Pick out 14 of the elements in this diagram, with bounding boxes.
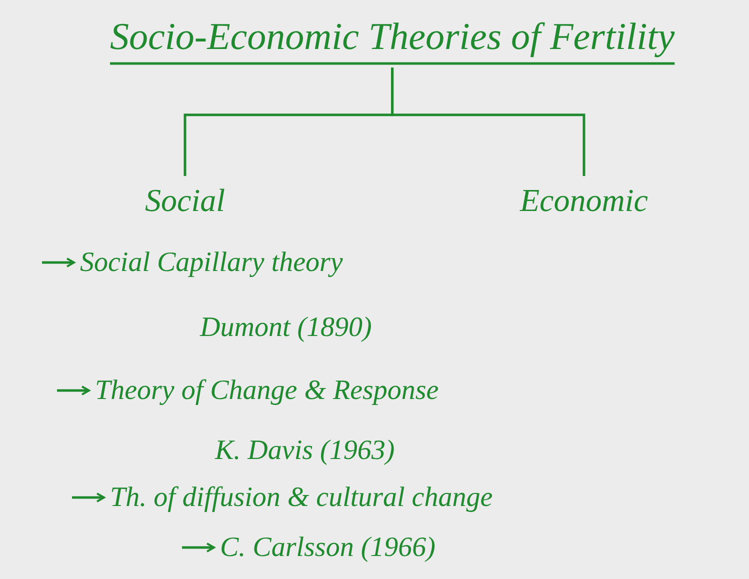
theory-text: Theory of Change & Response — [95, 373, 439, 408]
connector-line — [391, 68, 586, 176]
arrow — [42, 258, 75, 268]
branch-label: Economic — [520, 180, 648, 220]
author-text: Dumont (1890) — [200, 310, 372, 345]
arrow — [182, 542, 215, 552]
arrow — [57, 386, 90, 396]
theory-text: Th. of diffusion & cultural change — [110, 480, 493, 515]
branch-label: Social — [145, 180, 225, 220]
arrow — [72, 492, 105, 502]
author-text: K. Davis (1963) — [215, 433, 395, 468]
title-text: Socio-Economic Theories of Fertility — [110, 14, 675, 62]
theory-text: Social Capillary theory — [80, 245, 343, 280]
author-text: C. Carlsson (1966) — [220, 530, 436, 565]
